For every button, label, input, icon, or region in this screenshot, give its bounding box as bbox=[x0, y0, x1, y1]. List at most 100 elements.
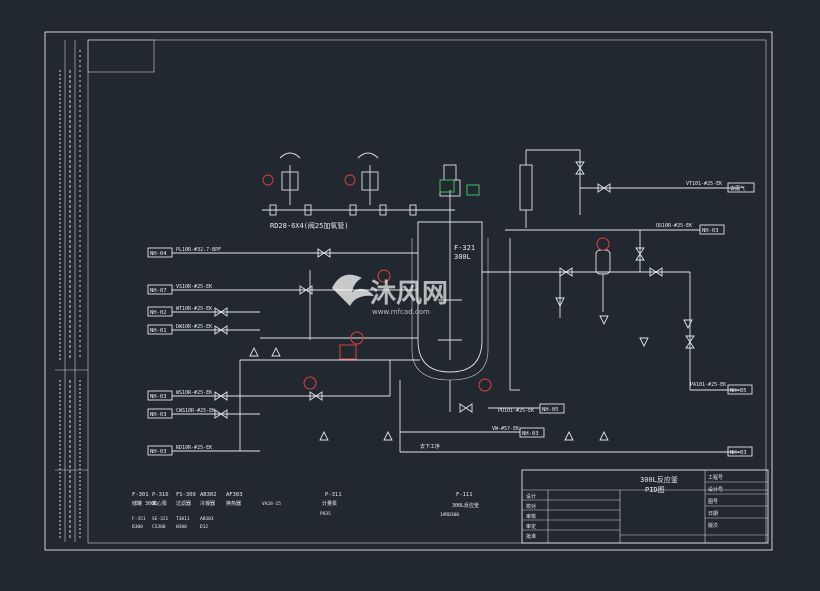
legend-item-3: FS-309 过滤器 bbox=[176, 492, 196, 507]
right-line-3: PA101-#25-EK NH-05 bbox=[690, 382, 753, 395]
svg-text:VS10R-#25-EK: VS10R-#25-EK bbox=[176, 284, 212, 290]
svg-text:PO35: PO35 bbox=[320, 511, 331, 517]
svg-text:W300: W300 bbox=[176, 524, 187, 530]
drain-markers bbox=[249, 297, 693, 441]
vessel-name: 300L bbox=[454, 253, 471, 261]
svg-text:F-351: F-351 bbox=[132, 516, 146, 522]
right-line-5: VW-#57-EK NH-03 bbox=[492, 426, 545, 438]
svg-text:B300: B300 bbox=[132, 524, 143, 530]
green-box bbox=[466, 184, 480, 196]
svg-text:NH-01: NH-01 bbox=[150, 328, 167, 334]
left-line-5: NH-03 WS10R-#25-EK bbox=[147, 390, 212, 401]
corner-box bbox=[87, 39, 155, 73]
svg-text:FS-309: FS-309 bbox=[176, 492, 196, 498]
svg-text:VA28-15: VA28-15 bbox=[262, 501, 281, 507]
drawing-frame-inner bbox=[87, 39, 767, 544]
reactor-vessel: F-321 300L bbox=[411, 164, 489, 402]
instrument-ti bbox=[377, 269, 391, 283]
svg-text:NH-02: NH-02 bbox=[150, 310, 167, 316]
left-line-4: NH-01 DW10R-#25-EK bbox=[147, 324, 212, 335]
svg-text:QS10R-#25-EK: QS10R-#25-EK bbox=[656, 223, 692, 229]
svg-text:PU101-#25-EK: PU101-#25-EK bbox=[498, 408, 534, 414]
header-pipe: RD28-6X4(阀25加氧管) bbox=[262, 204, 455, 230]
svg-text:AB302: AB302 bbox=[200, 492, 217, 498]
svg-text:RD10R-#25-EK: RD10R-#25-EK bbox=[176, 445, 212, 451]
svg-text:DW10R-#25-EK: DW10R-#25-EK bbox=[176, 324, 212, 330]
control-box bbox=[339, 344, 357, 360]
watermark-logo-icon bbox=[332, 274, 374, 306]
svg-text:CS300: CS300 bbox=[152, 524, 166, 530]
legend-item-1: F-301 储罐 300L bbox=[132, 492, 157, 507]
svg-text:F-301: F-301 bbox=[132, 492, 149, 498]
svg-text:WT10R-#25-EK: WT10R-#25-EK bbox=[176, 306, 212, 312]
drawing-frame-outer bbox=[44, 31, 773, 551]
left-line-7: NH-03 RD10R-#25-EK bbox=[147, 445, 212, 456]
svg-text:设计号: 设计号 bbox=[708, 486, 723, 493]
svg-text:批准: 批准 bbox=[526, 533, 536, 540]
svg-text:去尾气: 去尾气 bbox=[730, 185, 745, 192]
svg-text:换热器: 换热器 bbox=[226, 500, 241, 507]
title-block-subtitle: PID图 bbox=[645, 486, 665, 494]
right-line-1: VT101-#25-EK 去尾气 bbox=[686, 181, 755, 193]
svg-text:版次: 版次 bbox=[708, 522, 718, 529]
svg-text:NH-05: NH-05 bbox=[542, 407, 559, 413]
svg-text:审定: 审定 bbox=[526, 523, 536, 530]
svg-text:F-111: F-111 bbox=[456, 492, 473, 498]
svg-text:设计: 设计 bbox=[526, 493, 536, 500]
instrument-li bbox=[596, 237, 610, 251]
svg-text:NH-05: NH-05 bbox=[730, 388, 747, 394]
left-line-3: NH-02 WT10R-#25-EK bbox=[147, 306, 212, 317]
svg-text:PA101-#25-EK: PA101-#25-EK bbox=[690, 382, 726, 388]
svg-text:VW-#57-EK: VW-#57-EK bbox=[492, 426, 519, 432]
instrument-tic bbox=[478, 378, 492, 392]
svg-text:NH-07: NH-07 bbox=[150, 288, 167, 294]
left-line-6: NH-03 CWS10R-#25-EK bbox=[147, 408, 215, 419]
receiver-tank bbox=[595, 249, 611, 312]
svg-text:WS10R-#25-EK: WS10R-#25-EK bbox=[176, 390, 212, 396]
svg-text:NH-03: NH-03 bbox=[150, 412, 167, 418]
svg-text:储罐 300L: 储罐 300L bbox=[132, 500, 157, 507]
vessel-tag: F-321 bbox=[454, 244, 475, 252]
svg-text:AB303: AB303 bbox=[200, 516, 214, 522]
svg-text:工程号: 工程号 bbox=[708, 474, 723, 481]
svg-text:VT101-#25-EK: VT101-#25-EK bbox=[686, 181, 722, 187]
instrument-ft bbox=[350, 331, 364, 345]
left-line-2: NH-07 VS10R-#25-EK bbox=[147, 284, 212, 295]
svg-text:D12: D12 bbox=[200, 524, 208, 530]
meter-box bbox=[439, 179, 455, 193]
title-block: 300L反应釜 PID图 设计 校对 审核 审定 批准 工程号 设计号 图号 日… bbox=[521, 469, 769, 544]
svg-text:SE-321: SE-321 bbox=[152, 516, 169, 522]
process-lines bbox=[399, 187, 740, 453]
svg-text:图号: 图号 bbox=[708, 499, 718, 505]
left-feed-lines bbox=[172, 252, 420, 452]
svg-text:日期: 日期 bbox=[708, 511, 718, 517]
valves bbox=[214, 161, 695, 419]
svg-text:P-316: P-316 bbox=[152, 492, 169, 498]
watermark-brand: 沐风网 bbox=[370, 279, 448, 309]
svg-text:NH-03: NH-03 bbox=[730, 450, 747, 456]
svg-text:去下工序: 去下工序 bbox=[420, 443, 440, 450]
safety-valve-1 bbox=[262, 152, 301, 205]
right-line-6: 去下工序 NH-03 bbox=[420, 443, 753, 457]
svg-text:NH-04: NH-04 bbox=[150, 251, 167, 257]
svg-text:校对: 校对 bbox=[526, 503, 536, 510]
svg-text:P-311: P-311 bbox=[325, 492, 342, 498]
condenser bbox=[519, 149, 581, 228]
svg-text:1#RB300: 1#RB300 bbox=[440, 512, 459, 518]
svg-text:NH-03: NH-03 bbox=[150, 394, 167, 400]
svg-text:NH-03: NH-03 bbox=[150, 449, 167, 455]
instrument-bubbles bbox=[303, 179, 610, 392]
left-line-1: NH-04 PL10R-#32.7-BPF bbox=[147, 247, 221, 258]
watermark-url: www.mfcad.com bbox=[372, 308, 430, 316]
svg-text:过滤器: 过滤器 bbox=[176, 500, 191, 507]
right-tag-boxes: VT101-#25-EK 去尾气 QS10R-#25-EK NH-03 PA10… bbox=[420, 181, 755, 457]
instrument-pi bbox=[303, 376, 317, 390]
svg-text:NH-03: NH-03 bbox=[522, 431, 539, 437]
left-notes-strip bbox=[55, 40, 88, 542]
